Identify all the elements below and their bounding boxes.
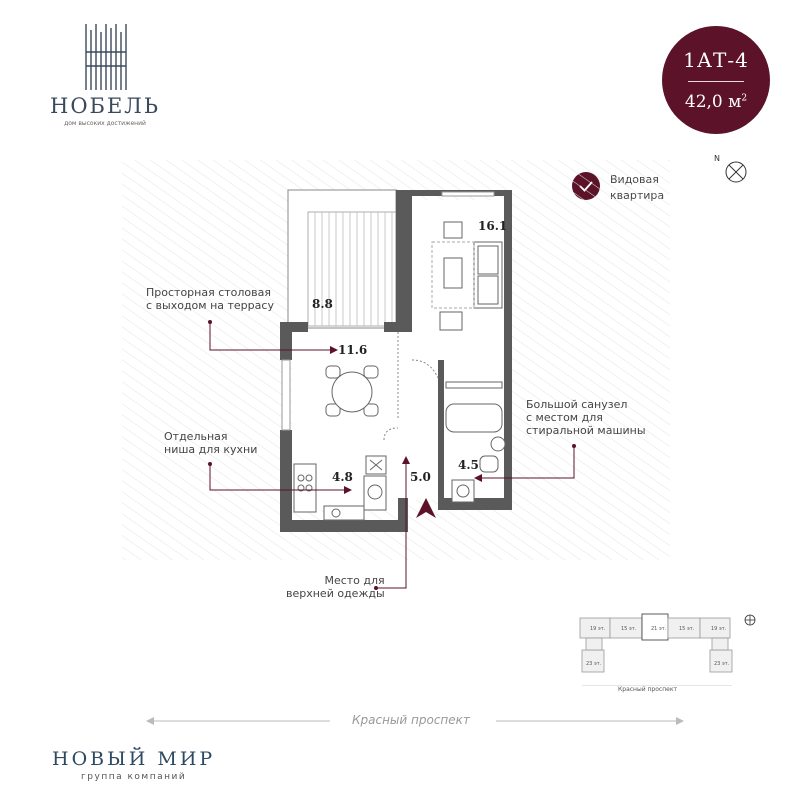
entrance-arrow-icon — [416, 498, 436, 518]
sofa — [473, 241, 503, 309]
apartment-code: 1АТ-4 — [683, 48, 749, 72]
street-line — [146, 717, 684, 725]
callout-wardrobe: Место для верхней одежды — [286, 574, 385, 600]
company-logo: НОВЫЙ МИР группа компаний — [52, 748, 215, 782]
callout-dining: Просторная столовая с выходом на террасу — [146, 286, 274, 312]
key-map-floor-2: 15 эт. — [621, 626, 637, 632]
key-map-floor-7: 23 эт. — [714, 661, 730, 667]
apartment-area-unit: 2 — [741, 93, 748, 104]
street-arrow-left-icon — [146, 717, 154, 725]
company-name: НОВЫЙ МИР — [52, 748, 216, 770]
compass-north-label: N — [714, 154, 720, 163]
key-map-floor-1: 19 эт. — [590, 626, 606, 632]
room-area-living: 16.1 — [478, 219, 507, 233]
room-area-hall: 5.0 — [410, 470, 431, 484]
room-area-dining: 11.6 — [338, 343, 367, 357]
key-map-floor-4: 15 эт. — [679, 626, 695, 632]
rug — [431, 241, 475, 309]
street-label: Красный проспект — [352, 713, 470, 727]
badge-divider — [688, 81, 744, 82]
compass-icon: N — [714, 154, 747, 183]
key-map-street-label: Красный проспект — [618, 686, 677, 693]
apartment-area-value: 42,0 м — [684, 92, 742, 112]
callout-dots — [208, 320, 576, 590]
terrace-deck — [307, 211, 397, 327]
company-subtitle: группа компаний — [81, 772, 187, 782]
key-map-floor-5: 19 эт. — [711, 626, 727, 632]
room-area-bath: 4.5 — [458, 458, 479, 472]
key-map-floor-6: 23 эт. — [586, 661, 602, 667]
doorways — [383, 332, 439, 441]
callout-lines — [209, 322, 575, 589]
apartment-badge: 1АТ-4 42,0 м2 — [662, 26, 770, 134]
brand-name: НОБЕЛЬ — [50, 94, 160, 118]
callout-arrowheads — [330, 346, 482, 494]
street-arrow-right-icon — [676, 717, 684, 725]
apartment-area: 42,0 м2 — [662, 92, 770, 112]
key-map-floor-3: 21 эт. — [651, 626, 667, 632]
bathroom-fixtures — [445, 381, 506, 503]
brand-tagline: дом высоких достижений — [64, 120, 146, 127]
callout-kitchen: Отдельная ниша для кухни — [164, 430, 258, 456]
armchair-top — [443, 221, 463, 239]
armchair-bottom — [439, 311, 463, 331]
key-map — [579, 613, 756, 686]
room-area-kitchen: 4.8 — [332, 470, 353, 484]
room-area-terrace: 8.8 — [312, 297, 333, 311]
callout-bathroom: Большой санузел с местом для стиральной … — [526, 398, 646, 437]
windows — [281, 191, 495, 431]
logo-mark-icon — [85, 24, 127, 90]
coffee-table — [443, 257, 463, 289]
key-map-compass-icon — [744, 614, 756, 626]
dining-set — [325, 365, 379, 417]
brand-logo: НОБЕЛЬ дом высоких достижений — [50, 22, 160, 127]
